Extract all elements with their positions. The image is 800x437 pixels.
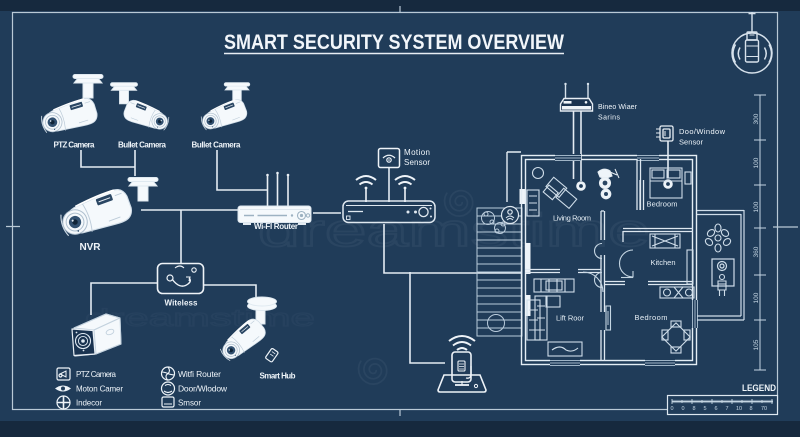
svg-text:Living Room: Living Room xyxy=(553,214,591,223)
svg-text:Sensor: Sensor xyxy=(404,158,430,167)
svg-text:100: 100 xyxy=(753,201,760,212)
svg-text:Sarins: Sarins xyxy=(598,115,621,122)
svg-text:70: 70 xyxy=(761,406,767,412)
svg-text:105: 105 xyxy=(753,339,760,350)
svg-text:100: 100 xyxy=(753,157,760,168)
svg-text:PTZ Camera: PTZ Camera xyxy=(76,370,117,379)
svg-text:300: 300 xyxy=(753,113,760,124)
svg-text:Sensor: Sensor xyxy=(679,138,704,147)
svg-text:Lift Roor: Lift Roor xyxy=(556,314,585,323)
svg-text:Bineo Wiaer: Bineo Wiaer xyxy=(598,104,638,111)
svg-text:PTZ Camera: PTZ Camera xyxy=(54,141,96,150)
svg-text:Smsor: Smsor xyxy=(178,399,201,408)
svg-text:8: 8 xyxy=(692,406,695,412)
svg-text:8: 8 xyxy=(749,406,752,412)
svg-text:Bedroom: Bedroom xyxy=(647,200,678,209)
svg-text:Moton Camer: Moton Camer xyxy=(76,385,123,394)
svg-text:dreamstime: dreamstime xyxy=(258,204,650,256)
svg-text:Witfi Router: Witfi Router xyxy=(178,369,221,379)
svg-text:0: 0 xyxy=(670,406,673,412)
svg-text:Wi-FI Router: Wi-FI Router xyxy=(254,222,298,231)
svg-text:0: 0 xyxy=(681,406,684,412)
svg-text:LEGEND: LEGEND xyxy=(742,383,776,393)
svg-text:Smart Hub: Smart Hub xyxy=(260,372,296,381)
svg-text:5: 5 xyxy=(703,406,706,412)
svg-text:Door/Wlodow: Door/Wlodow xyxy=(178,384,228,394)
svg-text:Bedroom: Bedroom xyxy=(635,313,668,322)
svg-text:7: 7 xyxy=(725,406,728,412)
svg-text:NVR: NVR xyxy=(80,242,102,253)
svg-text:Kitchen: Kitchen xyxy=(651,258,676,267)
svg-text:Bullet Camera: Bullet Camera xyxy=(118,141,167,150)
svg-text:6: 6 xyxy=(714,406,717,412)
svg-text:10: 10 xyxy=(736,406,742,412)
svg-text:Bullet Camera: Bullet Camera xyxy=(192,141,242,150)
svg-text:Witeless: Witeless xyxy=(165,299,199,308)
svg-text:SMART SECURITY SYSTEM OVERVIEW: SMART SECURITY SYSTEM OVERVIEW xyxy=(224,30,565,54)
svg-text:100: 100 xyxy=(753,292,760,303)
svg-text:Motion: Motion xyxy=(404,148,430,157)
svg-text:360: 360 xyxy=(753,246,760,257)
svg-text:Doo/Window: Doo/Window xyxy=(679,127,726,136)
svg-text:Indecor: Indecor xyxy=(76,399,102,408)
